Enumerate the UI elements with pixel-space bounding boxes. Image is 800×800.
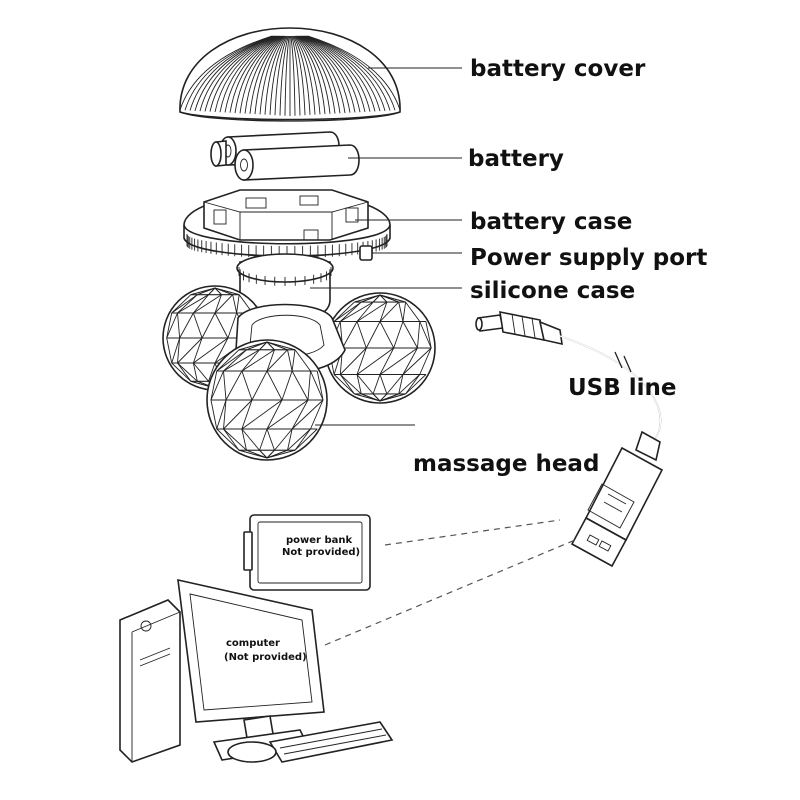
usb-cable-illustration	[475, 310, 664, 568]
connection-lines	[324, 519, 576, 646]
power-bank-illustration	[243, 514, 371, 591]
label-massage-head: massage head	[413, 451, 599, 477]
label-computer: computer	[226, 638, 280, 649]
computer-illustration	[119, 578, 394, 763]
battery-cover-illustration	[179, 27, 401, 122]
label-battery: battery	[468, 146, 564, 172]
leader-lines	[310, 67, 462, 426]
label-power-bank: power bank	[286, 535, 352, 546]
battery-illustration	[210, 131, 360, 181]
label-power-bank-note: Not provided)	[282, 547, 360, 558]
label-computer-note: (Not provided)	[224, 652, 307, 663]
massage-head-illustration	[162, 253, 436, 461]
battery-case-illustration	[183, 189, 391, 261]
label-battery-case: battery case	[470, 209, 632, 235]
label-power-supply-port: Power supply port	[470, 245, 707, 271]
label-silicone-case: silicone case	[470, 278, 635, 304]
label-battery-cover: battery cover	[470, 56, 646, 82]
label-usb-line: USB line	[568, 375, 677, 401]
